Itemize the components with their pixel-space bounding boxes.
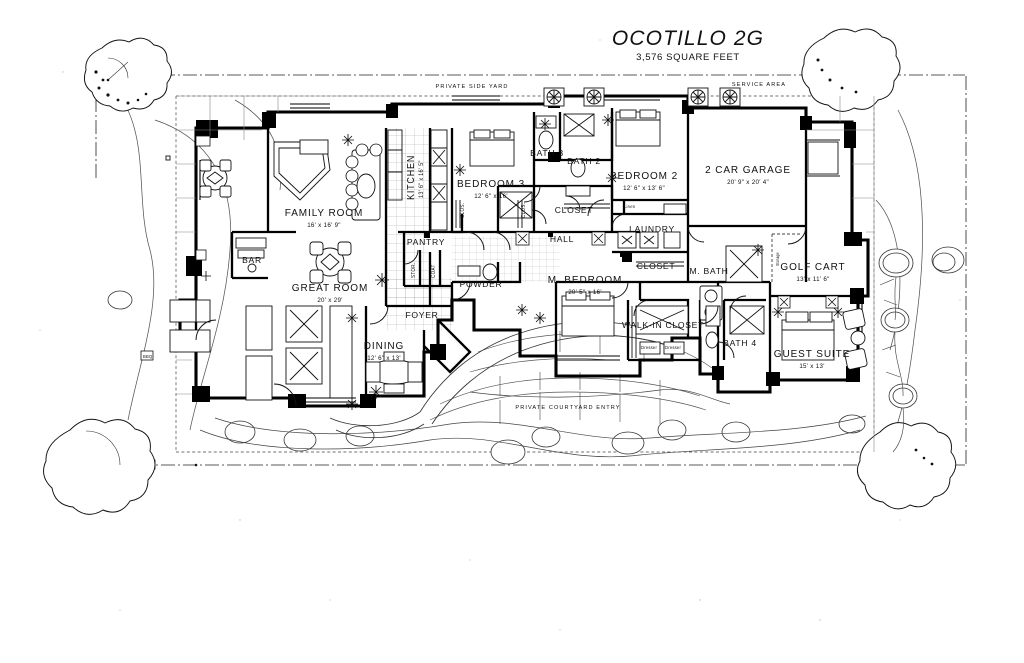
label-private-side-yard: PRIVATE SIDE YARD xyxy=(435,84,509,90)
label-service-area: SERVICE AREA xyxy=(731,82,787,88)
room-dim-family-room: 16' x 16' 9" xyxy=(307,222,341,229)
windows xyxy=(195,95,863,403)
room-dim-bedroom-2: 12' 6" x 13' 6" xyxy=(623,185,665,192)
plan-title: OCOTILLO 2G xyxy=(611,27,765,50)
room-label-master-bedroom: M. BEDROOM xyxy=(547,275,623,286)
tree xyxy=(43,28,957,515)
room-label-walk-in-closet: WALK-IN CLOSET xyxy=(621,320,705,330)
room-label-guest-suite: GUEST SUITE xyxy=(773,349,851,360)
appliance-label-dresser-2: Dresser xyxy=(665,345,682,350)
room-label-great-room: GREAT ROOM xyxy=(291,283,369,294)
appliance-label-dresser-1: Dresser xyxy=(641,345,658,350)
room-label-coat: COAT xyxy=(431,264,437,278)
door-swings xyxy=(195,185,807,407)
plan-subtitle: 3,576 SQUARE FEET xyxy=(636,52,740,63)
fixtures-and-cabinetry xyxy=(165,109,840,401)
room-label-pantry: PANTRY xyxy=(406,237,446,247)
plant-symbol xyxy=(201,114,844,410)
room-label-master-bath: M. BATH xyxy=(689,266,729,276)
courtyard-paving xyxy=(429,331,713,424)
room-label-hall: HALL xyxy=(549,234,575,244)
room-dim-2-car-garage: 20' 9" x 20' 4" xyxy=(727,179,769,186)
mechanical-unit xyxy=(543,87,741,107)
appliance-label-linen: Linen xyxy=(624,204,636,209)
room-label-2-car-garage: 2 CAR GARAGE xyxy=(705,165,791,176)
room-label-family-room: FAMILY ROOM xyxy=(284,208,364,219)
patio-furniture xyxy=(199,159,868,370)
room-label-bath-2: BATH 2 xyxy=(567,156,601,166)
room-label-kitchen: KITCHEN xyxy=(406,154,417,200)
room-label-bath-4: BATH 4 xyxy=(723,338,757,348)
structural-posts xyxy=(186,96,864,408)
room-dim-master-bedroom: 20' 5" x 16' xyxy=(568,289,602,296)
room-label-foyer: FOYER xyxy=(405,310,439,320)
room-dim-golf-cart: 13' x 11' 6" xyxy=(796,276,830,283)
patio-paving xyxy=(176,95,875,452)
room-dim-great-room: 20' x 29' xyxy=(317,297,343,304)
label-private-courtyard-entry: PRIVATE COURTYARD ENTRY xyxy=(515,405,621,411)
room-label-closet-bedroom3-right: CLOS. xyxy=(521,202,527,218)
room-label-storage: STOR. xyxy=(411,262,417,278)
room-label-powder: POWDER xyxy=(459,279,503,289)
room-label-bath-3: BATH 3 xyxy=(530,148,564,158)
appliance-label-bbq: BBQ xyxy=(143,354,153,359)
room-label-bedroom-3: BEDROOM 3 xyxy=(456,179,526,190)
room-label-golf-cart: GOLF CART xyxy=(780,262,846,273)
room-label-laundry: LAUNDRY xyxy=(629,224,675,234)
room-dim-bedroom-3: 12' 6" x 16' xyxy=(474,193,508,200)
room-dim-guest-suite: 15' x 13' xyxy=(799,363,825,370)
room-dim-dining: 12' 6" x 13' xyxy=(367,355,401,362)
room-label-dining: DINING xyxy=(363,341,405,352)
room-dim-kitchen: 13' 6" x 16' 5" xyxy=(418,160,425,198)
room-label-closet-bedroom3-left: CLOS. xyxy=(460,202,466,218)
room-label-bar: BAR xyxy=(242,255,262,265)
room-label-closet-bedroom2: CLOSET xyxy=(554,205,594,215)
room-label-closet-master-hall: CLOSET xyxy=(636,261,676,271)
room-label-bedroom-2: BEDROOM 2 xyxy=(609,171,679,182)
appliance-label-storage: Storage xyxy=(775,252,780,266)
shrub xyxy=(107,246,965,465)
